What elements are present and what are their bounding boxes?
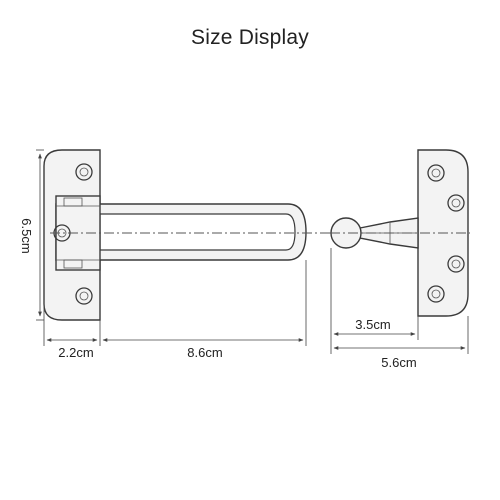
receiver-total-label: 5.6cm: [381, 355, 416, 370]
knob-length-label: 3.5cm: [355, 317, 390, 332]
width-dimensions-left: 2.2cm 8.6cm: [43, 260, 307, 360]
screw-hole-bottom: [75, 287, 93, 305]
diagram-title: Size Display: [191, 26, 309, 49]
screw-hole-top: [75, 163, 93, 181]
receiver-screw-3: [447, 255, 465, 273]
plate-width-label: 2.2cm: [58, 345, 93, 360]
swing-arm-inner: [99, 213, 296, 251]
width-dimensions-right: 3.5cm 5.6cm: [330, 248, 469, 370]
arm-width-label: 8.6cm: [187, 345, 222, 360]
height-dimension: 6.5cm: [19, 149, 44, 321]
receiver-assembly: [330, 149, 470, 317]
receiver-screw-4: [427, 285, 445, 303]
swing-arm-assembly: [43, 149, 330, 321]
receiver-screw-2: [447, 194, 465, 212]
height-label: 6.5cm: [19, 218, 34, 253]
receiver-screw-1: [427, 164, 445, 182]
